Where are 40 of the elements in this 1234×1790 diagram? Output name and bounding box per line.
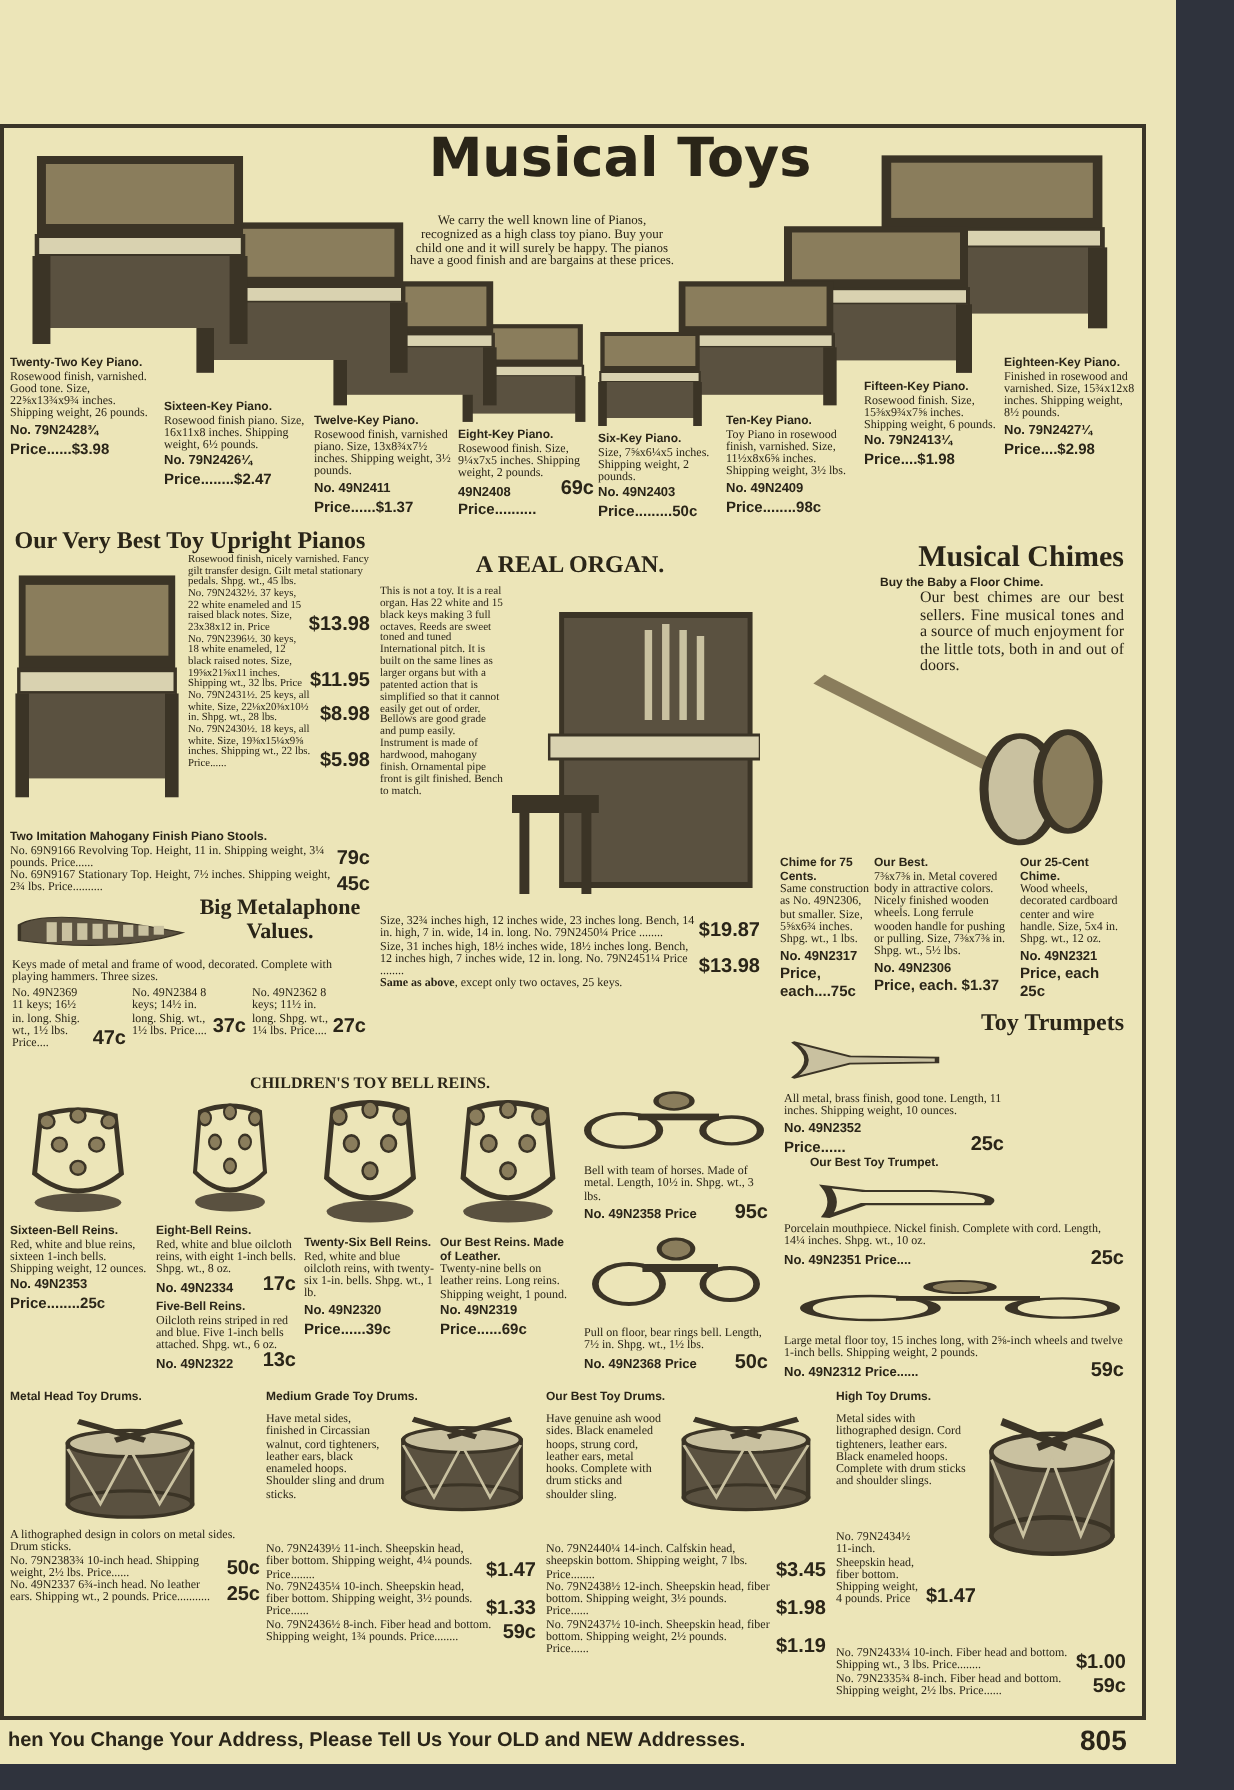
- price-text: 59c: [502, 1624, 536, 1645]
- section-heading: Our Very Best Toy Upright Pianos: [12, 528, 368, 554]
- section-heading: Big Metalaphone Values.: [197, 898, 363, 945]
- price-text: $13.98: [698, 958, 760, 979]
- price-text: $1.47: [485, 1561, 536, 1582]
- section-heading: Toy Trumpets: [979, 1010, 1124, 1036]
- price-text: $13.98: [308, 615, 370, 636]
- price-text: 50c: [226, 1560, 260, 1581]
- price-text: 27c: [332, 1018, 366, 1039]
- price-text: $19.87: [698, 921, 760, 942]
- price-text: 25c: [226, 1585, 260, 1606]
- price-text: $1.00: [1075, 1653, 1126, 1674]
- price-text: 50c: [734, 1353, 768, 1374]
- price-text: $8.98: [319, 706, 370, 727]
- price-text: $1.47: [925, 1587, 976, 1608]
- description-text: Our best chimes are our best sellers. Fine musical tones and a source of much enjoyment for the little tots, both in and out of doors.: [918, 590, 1124, 675]
- price-text: 59c: [1092, 1678, 1126, 1699]
- price-text: $11.95: [309, 672, 370, 693]
- price-text: 79c: [336, 850, 370, 871]
- price-text: 45c: [336, 875, 370, 896]
- price-text: $1.33: [485, 1599, 536, 1620]
- price-text: $1.98: [775, 1599, 826, 1620]
- price-text: 47c: [92, 1030, 126, 1051]
- price-text: $3.45: [775, 1561, 826, 1582]
- section-heading: A REAL ORGAN.: [473, 552, 667, 578]
- section-heading: Musical Chimes: [916, 544, 1124, 576]
- price-text: 59c: [1090, 1361, 1124, 1382]
- price-text: $5.98: [319, 751, 370, 772]
- price-text: 25c: [970, 1136, 1004, 1157]
- page-number: 805: [1080, 1724, 1129, 1756]
- price-text: $1.19: [775, 1637, 826, 1658]
- price-text: 25c: [1090, 1249, 1124, 1270]
- section-heading: CHILDREN'S TOY BELL REINS.: [248, 1076, 492, 1093]
- page-title: Musical Toys: [426, 132, 814, 189]
- price-text: 37c: [212, 1018, 246, 1039]
- price-text: 17c: [262, 1276, 296, 1297]
- price-text: 95c: [734, 1203, 768, 1224]
- price-text: 69c: [560, 480, 594, 501]
- price-text: 13c: [262, 1352, 296, 1373]
- footer-note: hen You Change Your Address, Please Tell Us Your OLD and NEW Addresses.: [8, 1730, 748, 1752]
